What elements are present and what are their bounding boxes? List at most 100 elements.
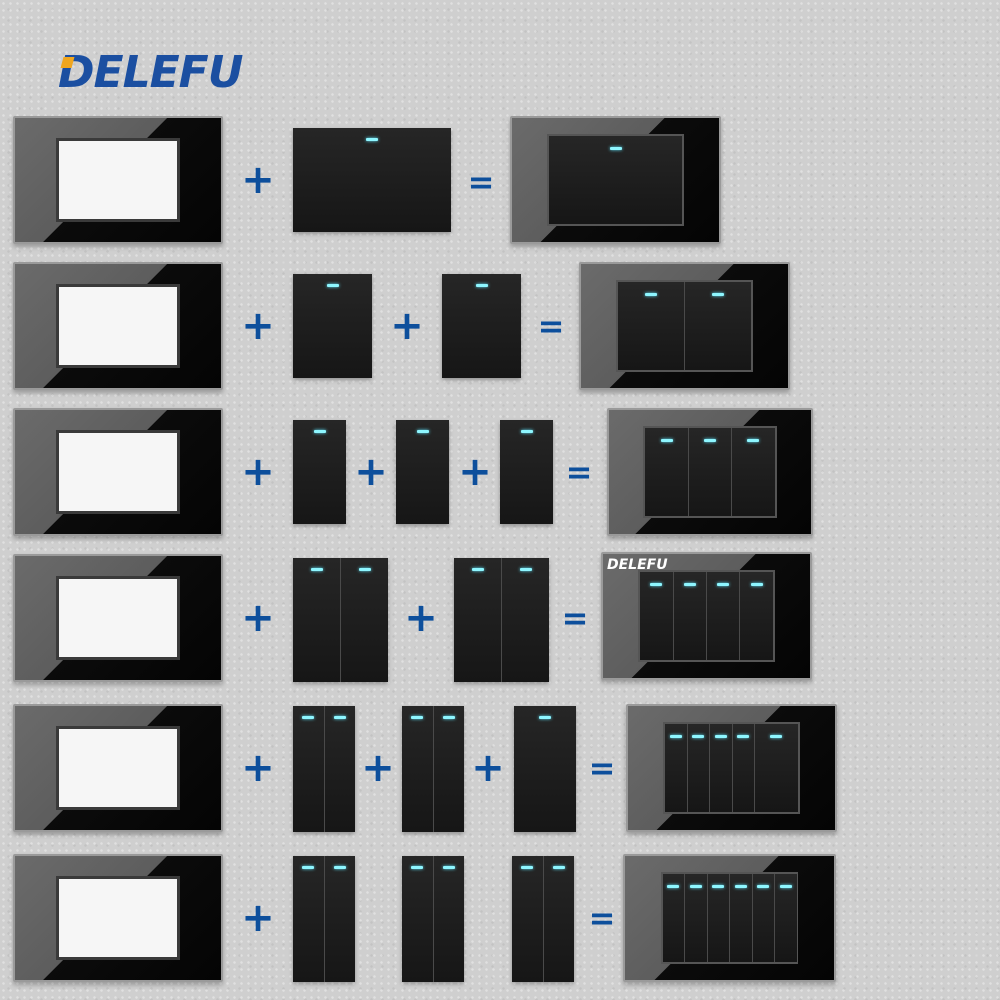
indicator-led bbox=[358, 568, 371, 571]
frame-opening bbox=[56, 575, 180, 661]
plus-sign: + bbox=[458, 449, 492, 495]
switch-key bbox=[706, 874, 730, 962]
indicator-led bbox=[475, 284, 488, 287]
switch-module-2-gang bbox=[402, 856, 464, 982]
indicator-led bbox=[310, 568, 323, 571]
brand-logo: DELEFU bbox=[58, 47, 243, 98]
switch-module-1-gang bbox=[442, 274, 521, 378]
indicator-led bbox=[609, 146, 622, 150]
switch-key bbox=[293, 128, 451, 232]
switch-key bbox=[340, 558, 388, 682]
switch-key bbox=[442, 274, 521, 378]
switch-key bbox=[684, 874, 707, 962]
indicator-led bbox=[660, 438, 673, 442]
indicator-led bbox=[770, 734, 783, 738]
plus-sign: + bbox=[241, 895, 275, 941]
indicator-led bbox=[520, 430, 533, 433]
indicator-led bbox=[711, 292, 724, 296]
switch-key bbox=[706, 572, 740, 660]
switch-module-2-gang bbox=[454, 558, 549, 682]
indicator-led bbox=[750, 582, 763, 586]
indicator-led bbox=[650, 582, 663, 586]
frame-opening bbox=[56, 875, 180, 961]
switch-module-2-gang bbox=[402, 706, 464, 832]
indicator-led bbox=[442, 716, 455, 719]
equals-sign: = bbox=[537, 307, 565, 345]
frame-opening bbox=[56, 283, 180, 369]
switch-key bbox=[432, 706, 464, 832]
switch-key bbox=[501, 558, 549, 682]
switch-key bbox=[751, 874, 775, 962]
indicator-led bbox=[683, 582, 696, 586]
assembled-module bbox=[547, 134, 684, 226]
switch-key bbox=[549, 136, 682, 224]
plus-sign: + bbox=[241, 745, 275, 791]
plus-sign: + bbox=[354, 449, 388, 495]
frame-opening bbox=[56, 137, 180, 223]
plus-sign: + bbox=[390, 303, 424, 349]
assembled-module bbox=[643, 426, 777, 518]
indicator-led bbox=[747, 438, 760, 442]
switch-module-1-gang bbox=[500, 420, 553, 524]
frame-brand-label: DELEFU bbox=[607, 557, 668, 573]
equals-sign: = bbox=[588, 899, 616, 937]
empty-frame bbox=[13, 262, 223, 390]
indicator-led bbox=[326, 284, 339, 287]
brand-logo-text: DELEFU bbox=[58, 47, 243, 98]
empty-frame bbox=[13, 554, 223, 682]
assembled-switch-4-gang: DELEFU bbox=[601, 552, 812, 680]
indicator-led bbox=[442, 866, 455, 869]
switch-key bbox=[662, 874, 685, 962]
switch-key bbox=[514, 706, 576, 832]
indicator-led bbox=[519, 568, 532, 571]
switch-key bbox=[709, 724, 732, 812]
frame-opening bbox=[56, 725, 180, 811]
indicator-led bbox=[737, 734, 750, 738]
switch-key bbox=[402, 706, 433, 832]
switch-key bbox=[618, 282, 684, 370]
switch-module-2-gang bbox=[512, 856, 574, 982]
switch-key bbox=[454, 558, 501, 682]
switch-key bbox=[731, 428, 775, 516]
indicator-led bbox=[411, 866, 424, 869]
indicator-led bbox=[521, 866, 534, 869]
equals-sign: = bbox=[467, 163, 495, 201]
empty-frame bbox=[13, 704, 223, 832]
assembled-switch-3-gang bbox=[607, 408, 813, 536]
indicator-led bbox=[712, 884, 725, 888]
assembled-switch-5-gang bbox=[626, 704, 837, 832]
indicator-led bbox=[552, 866, 565, 869]
switch-module-2-gang bbox=[293, 706, 355, 832]
assembled-module bbox=[638, 570, 775, 662]
assembled-module bbox=[660, 872, 799, 964]
switch-key bbox=[645, 428, 688, 516]
switch-module-1-gang bbox=[293, 128, 451, 232]
plus-sign: + bbox=[241, 303, 275, 349]
switch-key bbox=[293, 558, 340, 682]
switch-key bbox=[323, 856, 355, 982]
indicator-led bbox=[313, 430, 326, 433]
switch-key bbox=[687, 428, 732, 516]
indicator-led bbox=[539, 716, 551, 719]
switch-key bbox=[684, 282, 751, 370]
plus-sign: + bbox=[361, 745, 395, 791]
assembled-module bbox=[616, 280, 753, 372]
equals-sign: = bbox=[561, 599, 589, 637]
equals-sign: = bbox=[565, 453, 593, 491]
plus-sign: + bbox=[241, 595, 275, 641]
switch-key bbox=[774, 874, 797, 962]
indicator-led bbox=[302, 866, 315, 869]
switch-key bbox=[500, 420, 553, 524]
indicator-led bbox=[667, 884, 680, 888]
indicator-led bbox=[689, 884, 702, 888]
indicator-led bbox=[704, 438, 716, 442]
frame-opening bbox=[56, 429, 180, 515]
switch-module-1-gang bbox=[396, 420, 449, 524]
switch-key bbox=[665, 724, 687, 812]
assembled-switch-6-gang bbox=[623, 854, 836, 982]
equals-sign: = bbox=[588, 749, 616, 787]
plus-sign: + bbox=[471, 745, 505, 791]
switch-key bbox=[432, 856, 464, 982]
switch-key bbox=[731, 724, 754, 812]
indicator-led bbox=[366, 138, 378, 141]
